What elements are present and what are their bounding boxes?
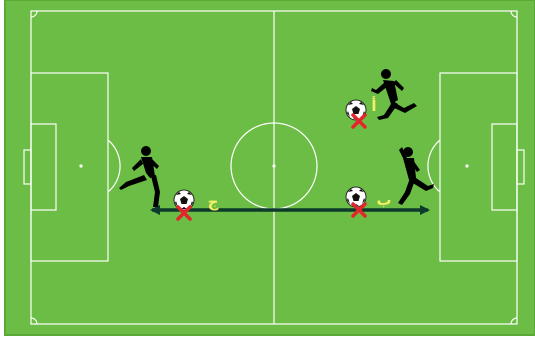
label-ba: ب [376,191,391,209]
pitch-grass [5,0,535,335]
right-penalty-spot [465,164,468,167]
label-alef: أ [371,96,376,115]
center-spot [272,164,275,167]
left-penalty-spot [79,164,82,167]
label-jim: ج [208,193,219,211]
